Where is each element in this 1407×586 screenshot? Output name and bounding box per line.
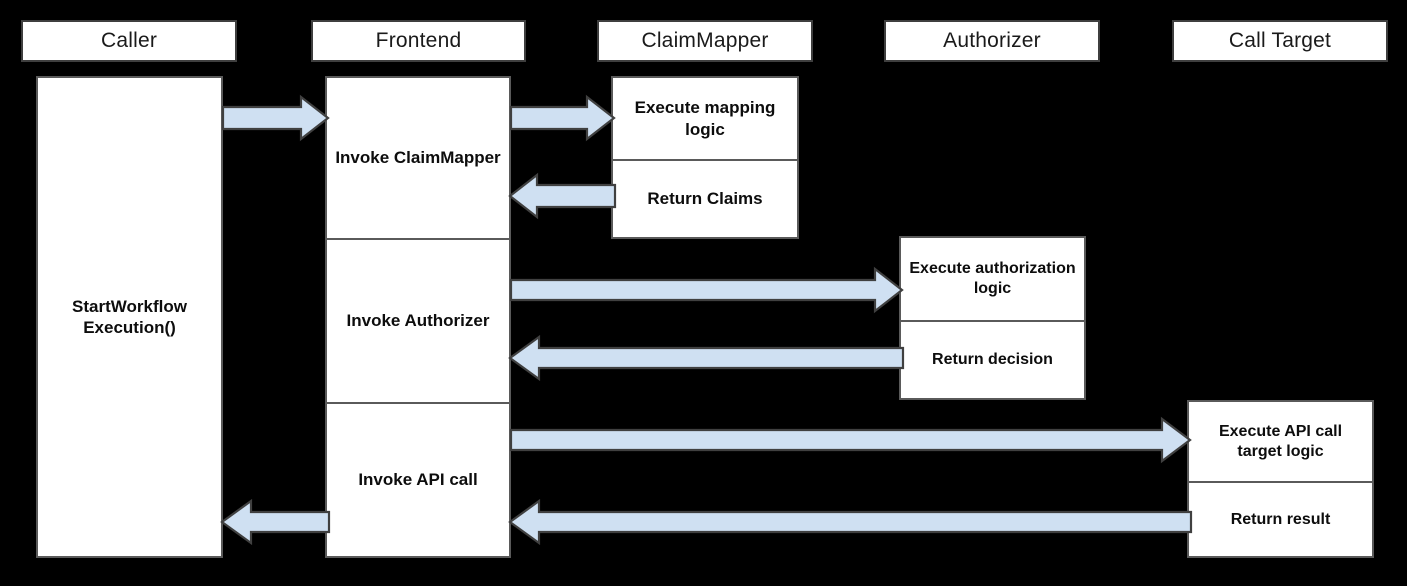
lane-header-caller-label: Caller: [100, 29, 158, 52]
message-arrow-authorizer-to-frontend: [508, 334, 905, 382]
message-arrow-caller-to-frontend: [221, 94, 330, 142]
lane-header-claimmapper-label: ClaimMapper: [641, 29, 769, 52]
activation-caller: StartWorkflow Execution(): [36, 76, 223, 558]
activation-frontend: Invoke ClaimMapper Invoke Authorizer Inv…: [325, 76, 511, 558]
activation-frontend-step-1: Invoke ClaimMapper: [335, 148, 501, 168]
lane-header-frontend-label: Frontend: [375, 29, 462, 52]
lane-header-calltarget-label: Call Target: [1228, 29, 1332, 52]
lane-header-claimmapper: ClaimMapper: [597, 20, 813, 62]
lane-header-authorizer: Authorizer: [884, 20, 1100, 62]
lane-header-caller: Caller: [21, 20, 237, 62]
activation-claimmapper-step-2: Return Claims: [613, 159, 797, 237]
message-arrow-claimmapper-to-frontend: [508, 172, 617, 220]
activation-authorizer-step-1: Execute authorization logic: [909, 260, 1076, 297]
activation-calltarget: Execute API call target logic Return res…: [1187, 400, 1374, 558]
lane-header-calltarget: Call Target: [1172, 20, 1388, 62]
message-arrow-frontend-to-authorizer: [509, 266, 904, 314]
lane-header-frontend: Frontend: [311, 20, 526, 62]
activation-frontend-step-3: Invoke API call: [327, 402, 509, 556]
activation-frontend-step-2: Invoke Authorizer: [327, 238, 509, 402]
activation-authorizer-step-2: Return decision: [901, 320, 1084, 398]
message-arrow-frontend-to-calltarget: [509, 416, 1192, 464]
activation-calltarget-step-1: Execute API call target logic: [1218, 422, 1343, 460]
activation-calltarget-step-2: Return result: [1189, 481, 1372, 556]
activation-authorizer: Execute authorization logic Return decis…: [899, 236, 1086, 400]
activation-claimmapper: Execute mapping logic Return Claims: [611, 76, 799, 239]
message-arrow-calltarget-to-frontend: [508, 498, 1193, 546]
message-arrow-frontend-to-claimmapper: [509, 94, 616, 142]
activation-claimmapper-step-1: Execute mapping logic: [634, 98, 776, 139]
message-arrow-frontend-to-caller: [220, 498, 331, 546]
lane-header-authorizer-label: Authorizer: [943, 29, 1041, 52]
activation-caller-step-1: StartWorkflow Execution(): [72, 296, 187, 337]
